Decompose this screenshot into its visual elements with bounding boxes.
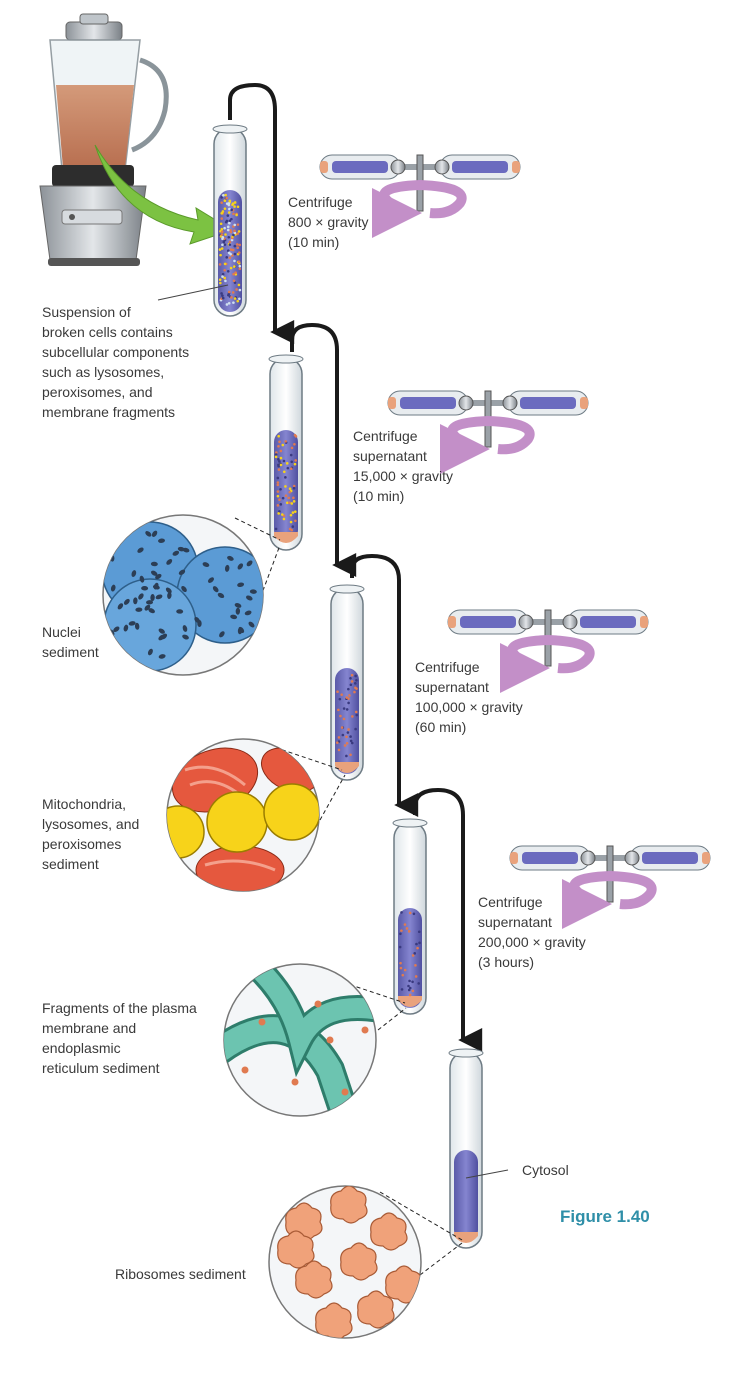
tube-step-1 [268, 354, 304, 551]
membrane-icon [223, 963, 377, 1117]
centrifuge-rotors [319, 154, 711, 929]
step-1-label: Centrifuge 800 × gravity (10 min) [288, 194, 369, 250]
centrifuge-rotor-icon [319, 154, 521, 238]
ribosome-sediment-label: Ribosomes sediment [115, 1266, 246, 1282]
nuclei-icon [102, 514, 264, 676]
centrifuge-rotor-icon [509, 845, 711, 929]
mitochondria-icon [166, 738, 320, 892]
ribosome-icon [268, 1185, 422, 1339]
step-3-label: Centrifuge supernatant 100,000 × gravity… [415, 659, 523, 735]
cytosol-label: Cytosol [522, 1162, 569, 1178]
membrane-sediment-label: Fragments of the plasma membrane and end… [42, 1000, 197, 1076]
step-2-label: Centrifuge supernatant 15,000 × gravity … [353, 428, 454, 504]
centrifuge-rotor-icon [447, 609, 649, 693]
blender-icon [39, 13, 169, 266]
suspension-label: Suspension of broken cells contains subc… [42, 304, 190, 420]
centrifuge-rotor-icon [387, 390, 589, 474]
figure-label: Figure 1.40 [560, 1207, 650, 1226]
mitochondria-sediment-label: Mitochondria, lysosomes, and peroxisomes… [42, 796, 140, 872]
step-4-label: Centrifuge supernatant 200,000 × gravity… [478, 894, 586, 970]
nuclei-sediment-label: Nuclei sediment [42, 624, 99, 660]
flow-arrows [228, 82, 483, 1052]
tube-cytosol [448, 1048, 484, 1249]
tube-step-2 [329, 584, 365, 781]
tube-step-3 [392, 818, 428, 1015]
particle-dots [218, 193, 421, 997]
leader-lines [157, 284, 509, 1179]
